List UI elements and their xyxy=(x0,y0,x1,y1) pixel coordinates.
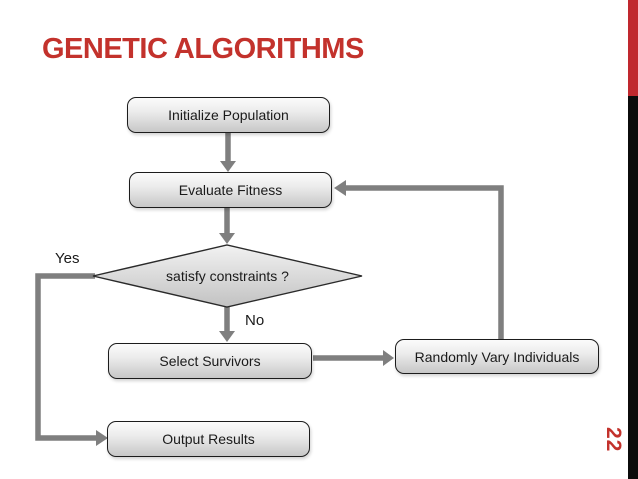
decision-satisfy-constraints-label: satisfy constraints ? xyxy=(166,268,289,284)
connector-random-to-evaluate xyxy=(334,180,504,339)
connector-decision-yes-to-output xyxy=(35,273,108,446)
accent-bar-red xyxy=(628,0,638,96)
arrowhead-down-decision xyxy=(219,233,235,244)
page-number: 22 xyxy=(602,427,625,453)
connector-evaluate-to-decision xyxy=(219,208,235,244)
node-output-results: Output Results xyxy=(107,421,310,457)
accent-bar-black xyxy=(628,96,638,479)
node-evaluate-fitness: Evaluate Fitness xyxy=(129,172,332,208)
node-randomly-vary-individuals: Randomly Vary Individuals xyxy=(395,339,599,374)
node-select-survivors: Select Survivors xyxy=(108,343,312,379)
arrowhead-right-output xyxy=(96,430,108,446)
arrowhead-down-evaluate xyxy=(220,161,236,172)
node-initialize-population: Initialize Population xyxy=(127,97,330,133)
decision-diamond-shape xyxy=(92,244,363,308)
edge-label-yes: Yes xyxy=(55,250,80,267)
slide-title: GENETIC ALGORITHMS xyxy=(42,33,364,65)
edge-label-no: No xyxy=(245,312,265,329)
arrowhead-right-random xyxy=(383,350,394,366)
connector-initialize-to-evaluate xyxy=(220,133,236,172)
arrowhead-down-select xyxy=(219,331,235,342)
arrowhead-left-evaluate xyxy=(334,180,346,196)
connector-select-to-random xyxy=(313,350,394,366)
connector-decision-no-to-select xyxy=(219,307,235,342)
